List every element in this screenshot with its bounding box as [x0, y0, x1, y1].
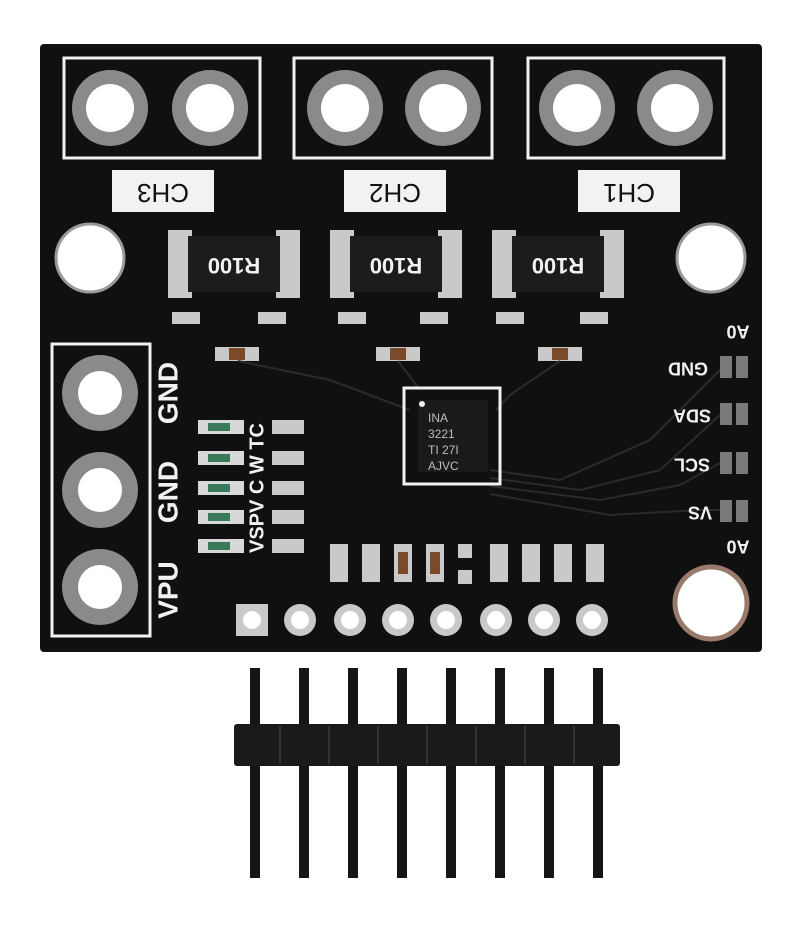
pad-label-vs: VS: [688, 502, 712, 522]
address-label-bottom: A0: [726, 536, 749, 556]
pcb-traces: [237, 360, 721, 517]
address-label-top: A0: [726, 321, 749, 341]
chip-marking-line4: AJVC: [428, 459, 459, 473]
label-ch3-text: CH3: [137, 178, 189, 208]
shunt-label-ch3: R100: [208, 253, 261, 278]
label-ch1: CH1: [578, 170, 680, 212]
ina3221-chip: INA 3221 TI 27I AJVC: [402, 386, 502, 486]
pad-label-sda: SDA: [673, 405, 711, 425]
shunt-resistor-ch3: R100: [168, 230, 300, 298]
terminal-block-ch3: [62, 56, 262, 160]
terminal-label-gnd-1: GND: [152, 362, 183, 424]
mounting-hole-top-right: [675, 222, 747, 294]
smd-components-row: [172, 312, 608, 361]
pad-label-scl: SCL: [674, 454, 710, 474]
terminal-block-power: [50, 342, 152, 638]
shunt-resistor-ch2: R100: [330, 230, 462, 298]
label-ch2: CH2: [344, 170, 446, 212]
pad-label-gnd: GND: [668, 358, 708, 378]
label-ch1-text: CH1: [603, 178, 655, 208]
shunt-resistor-ch1: R100: [492, 230, 624, 298]
terminal-block-ch2: [292, 56, 494, 160]
status-leds: [198, 420, 304, 553]
mounting-hole-top-left: [54, 222, 126, 294]
terminal-label-vpu: VPU: [152, 561, 183, 619]
header-holes: [236, 604, 608, 636]
led-labels: VSPV C W TC: [246, 423, 268, 553]
bottom-resistor-row: [330, 544, 604, 584]
label-ch2-text: CH2: [369, 178, 421, 208]
mounting-hole-bottom-right: [672, 564, 750, 642]
chip-marking-line3: TI 27I: [428, 443, 459, 457]
chip-marking-line1: INA: [428, 411, 448, 425]
terminal-block-ch1: [526, 56, 726, 160]
shunt-label-ch2: R100: [370, 253, 423, 278]
chip-marking-line2: 3221: [428, 427, 455, 441]
terminal-label-gnd-2: GND: [152, 461, 183, 523]
label-ch3: CH3: [112, 170, 214, 212]
right-solder-pads: [720, 356, 748, 522]
pin-header: [234, 668, 620, 878]
shunt-label-ch1: R100: [532, 253, 585, 278]
